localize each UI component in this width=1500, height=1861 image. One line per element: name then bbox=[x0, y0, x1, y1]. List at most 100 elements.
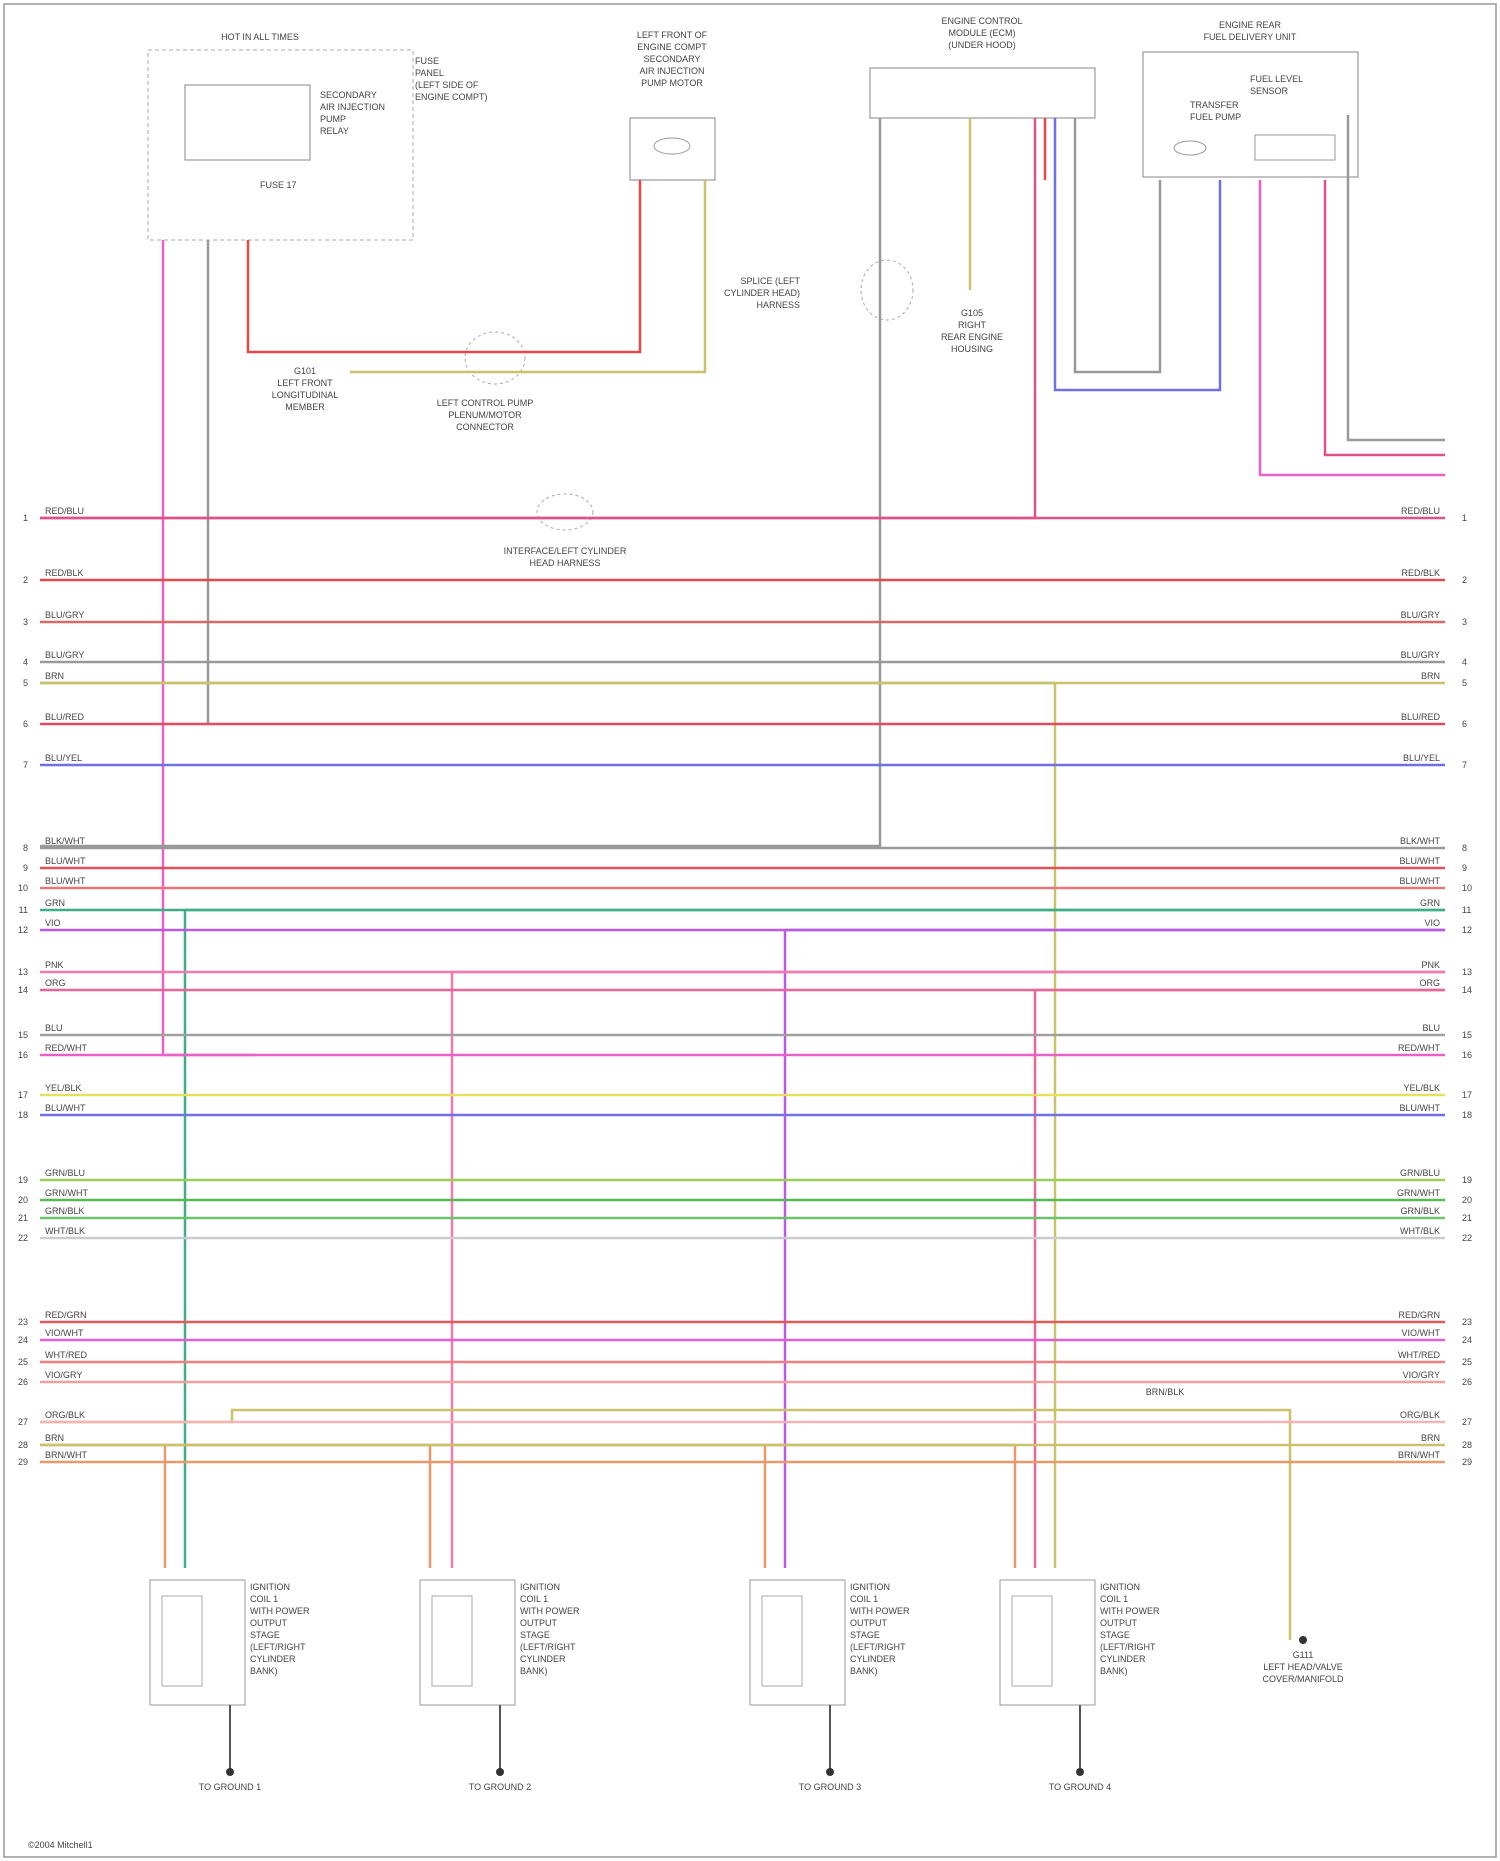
bus-wire-number-left: 16 bbox=[18, 1050, 28, 1060]
ignition-coil-label-line: COIL 1 bbox=[850, 1594, 878, 1604]
bus-wire-label-right: GRN bbox=[1420, 898, 1440, 908]
bus-wire-number-right: 21 bbox=[1462, 1213, 1472, 1223]
ignition-coil-label-line: STAGE bbox=[520, 1630, 550, 1640]
bus-wire-label-left: GRN/BLU bbox=[45, 1168, 85, 1178]
ground-label: TO GROUND 4 bbox=[1049, 1782, 1111, 1792]
bus-wire-number-right: 5 bbox=[1462, 678, 1467, 688]
relay-box bbox=[185, 85, 310, 160]
bus-wire-number-left: 22 bbox=[18, 1233, 28, 1243]
ignition-coil-label-line: CYLINDER bbox=[520, 1654, 566, 1664]
relay-panel-line-3: (LEFT SIDE OF bbox=[415, 80, 479, 90]
bus-wire-number-right: 6 bbox=[1462, 719, 1467, 729]
pump-connector-line-3: CONNECTOR bbox=[456, 422, 514, 432]
bus-wire-label-left: PNK bbox=[45, 960, 64, 970]
bus-wire-label-left: ORG bbox=[45, 978, 66, 988]
bus-wire-label-right: WHT/BLK bbox=[1400, 1226, 1440, 1236]
bus-wire-number-right: 8 bbox=[1462, 843, 1467, 853]
vwire-coil2-pink bbox=[452, 972, 1445, 1568]
ecm-splice-symbol bbox=[861, 260, 913, 320]
ignition-coil-label-line: IGNITION bbox=[850, 1582, 890, 1592]
footer-credit: ©2004 Mitchell1 bbox=[28, 1840, 93, 1850]
splice-g101-line-2: LEFT FRONT bbox=[277, 378, 333, 388]
air-pump-motor-symbol bbox=[654, 138, 690, 154]
bus-wire-number-right: 9 bbox=[1462, 863, 1467, 873]
bus-wire-number-left: 28 bbox=[18, 1440, 28, 1450]
ignition-coil-label-line: (LEFT/RIGHT bbox=[850, 1642, 906, 1652]
ignition-coil-label-line: (LEFT/RIGHT bbox=[1100, 1642, 1156, 1652]
air-pump-line-1: LEFT FRONT OF bbox=[637, 30, 708, 40]
bus-wire-label-right: BRN/WHT bbox=[1398, 1450, 1440, 1460]
ecm-splice-line-2: CYLINDER HEAD) bbox=[724, 288, 800, 298]
ignition-coil-inner bbox=[432, 1596, 472, 1686]
ecm-line-3: (UNDER HOOD) bbox=[948, 40, 1016, 50]
bus-wire-number-left: 12 bbox=[18, 925, 28, 935]
bus-wire-number-right: 26 bbox=[1462, 1377, 1472, 1387]
bus-wire-number-right: 10 bbox=[1462, 883, 1472, 893]
bus-wire-label-left: WHT/BLK bbox=[45, 1226, 85, 1236]
ecm-box bbox=[870, 68, 1095, 118]
ignition-coil-label-line: IGNITION bbox=[520, 1582, 560, 1592]
bus-wire-label-left: VIO/WHT bbox=[45, 1328, 84, 1338]
bus-wire-number-right: 3 bbox=[1462, 617, 1467, 627]
ignition-coil-label-line: IGNITION bbox=[250, 1582, 290, 1592]
vwire-relay-red bbox=[248, 180, 640, 352]
bus-wire-label-right: YEL/BLK bbox=[1403, 1083, 1440, 1093]
bus-wire-number-right: 16 bbox=[1462, 1050, 1472, 1060]
bus-wire-number-right: 24 bbox=[1462, 1335, 1472, 1345]
bus-wire-number-right: 1 bbox=[1462, 513, 1467, 523]
bus-wire-number-right: 20 bbox=[1462, 1195, 1472, 1205]
vwire-coil4-pink bbox=[1035, 990, 1445, 1568]
ignition-coil-inner bbox=[162, 1596, 202, 1686]
bus-wire-label-right: BLU/GRY bbox=[1401, 610, 1440, 620]
relay-panel-text: FUSE PANEL (LEFT SIDE OF ENGINE COMPT) bbox=[415, 56, 488, 102]
ignition-coil-label-line: COIL 1 bbox=[1100, 1594, 1128, 1604]
bus-wire-label-left: BLU/YEL bbox=[45, 753, 82, 763]
bus-wire-number-left: 19 bbox=[18, 1175, 28, 1185]
pump-connector-line-2: PLENUM/MOTOR bbox=[448, 410, 522, 420]
ecm-line-1: ENGINE CONTROL bbox=[941, 16, 1022, 26]
bus-wire-label-left: BLU/GRY bbox=[45, 650, 84, 660]
bus-wire-label-right: ORG/BLK bbox=[1400, 1410, 1440, 1420]
bus-wire-label-right: BLU/WHT bbox=[1400, 1103, 1441, 1113]
bus-wire-number-left: 13 bbox=[18, 967, 28, 977]
bus-wire-label-right: GRN/WHT bbox=[1397, 1188, 1440, 1198]
bus-wire-label-left: BRN bbox=[45, 671, 64, 681]
bus-wire-label-right: BLU/YEL bbox=[1403, 753, 1440, 763]
bus-wire-label-right: GRN/BLK bbox=[1400, 1206, 1440, 1216]
ground-label: TO GROUND 1 bbox=[199, 1782, 261, 1792]
ecm-ground-label: G105 RIGHT REAR ENGINE HOUSING bbox=[941, 308, 1003, 354]
bus-wire-number-left: 10 bbox=[18, 883, 28, 893]
ignition-coil-label-line: OUTPUT bbox=[1100, 1618, 1138, 1628]
ecm-line-2: MODULE (ECM) bbox=[949, 28, 1016, 38]
bus-wire-label-right: RED/BLK bbox=[1401, 568, 1440, 578]
bus-wire-label-left: BLU/WHT bbox=[45, 876, 86, 886]
vwire-tan-long bbox=[40, 683, 1055, 1568]
bus-wire-number-left: 7 bbox=[23, 760, 28, 770]
bus-wire-label-right: ORG bbox=[1419, 978, 1440, 988]
bus-wire-number-left: 2 bbox=[23, 575, 28, 585]
fuel-delivery-line-1: ENGINE REAR bbox=[1219, 20, 1282, 30]
pump-connector-label: LEFT CONTROL PUMP PLENUM/MOTOR CONNECTOR bbox=[437, 398, 534, 432]
relay-name-line-4: RELAY bbox=[320, 126, 349, 136]
ecm-splice-label: SPLICE (LEFT CYLINDER HEAD) HARNESS bbox=[724, 276, 801, 310]
bus-wire-number-right: 2 bbox=[1462, 575, 1467, 585]
vwire-fuel-pink bbox=[1260, 180, 1445, 475]
fuel-delivery-box bbox=[1143, 52, 1358, 177]
harness-connector-symbol bbox=[537, 494, 593, 530]
pump-connector-line-1: LEFT CONTROL PUMP bbox=[437, 398, 534, 408]
transfer-pump-line-2: FUEL PUMP bbox=[1190, 112, 1241, 122]
bus-wire-label-left: WHT/RED bbox=[45, 1350, 87, 1360]
relay-name-line-1: SECONDARY bbox=[320, 90, 377, 100]
relay-panel-line-2: PANEL bbox=[415, 68, 444, 78]
bus-wire-label-right: BLU bbox=[1422, 1023, 1440, 1033]
ignition-coil-label-line: CYLINDER bbox=[850, 1654, 896, 1664]
air-pump-label: LEFT FRONT OF ENGINE COMPT SECONDARY AIR… bbox=[637, 30, 708, 88]
bus-wire-label-left: RED/BLU bbox=[45, 506, 84, 516]
vwire-coil3-violet bbox=[785, 930, 1445, 1568]
bus-wire-number-right: 7 bbox=[1462, 760, 1467, 770]
ignition-coil-label-line: BANK) bbox=[1100, 1666, 1128, 1676]
bus-wire-number-right: 17 bbox=[1462, 1090, 1472, 1100]
